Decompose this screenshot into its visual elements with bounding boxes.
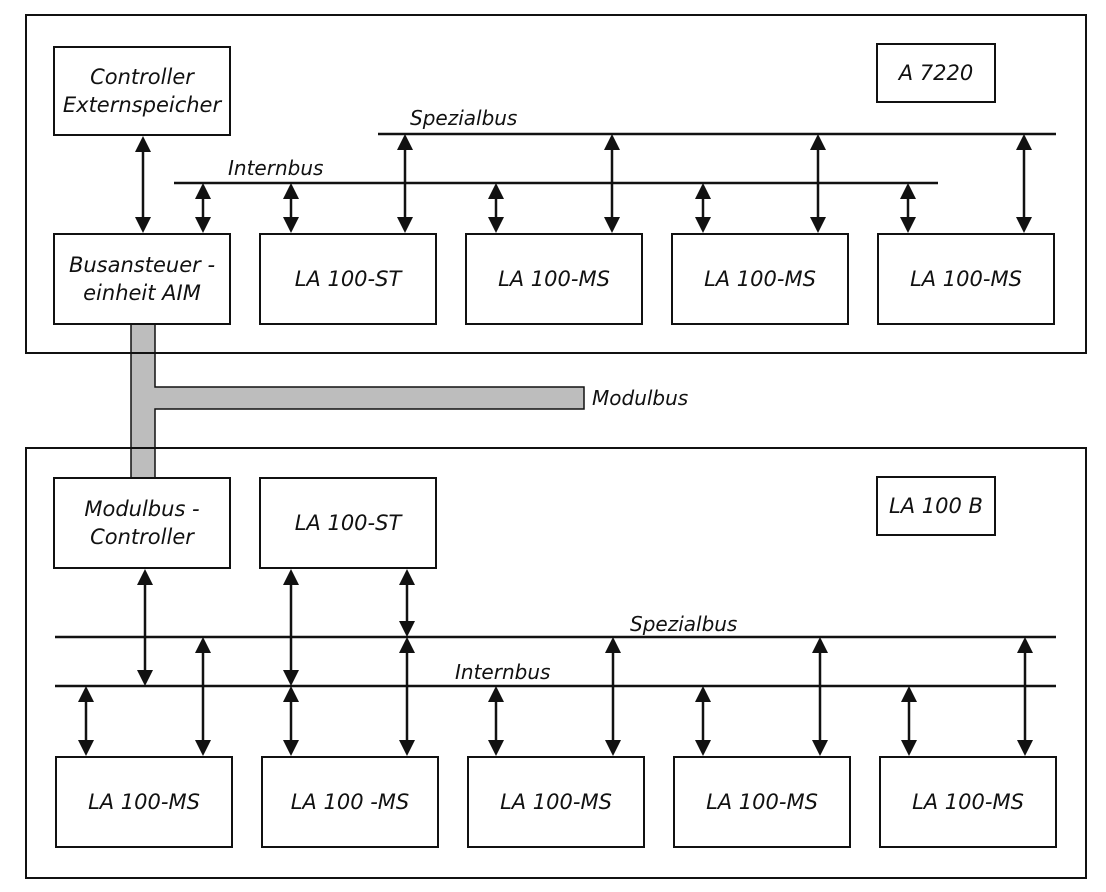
a7220-module-ms-2: LA 100-MS [671,233,849,325]
a7220-spezialbus-label: Spezialbus [410,106,518,130]
arrow-st-internbus-head-top [283,183,299,199]
arrow-bms3-spezialbus-head-bottom [605,740,621,756]
modulbus-label: Modulbus [592,386,689,410]
arrow-bms1-spezialbus-head-top [195,637,211,653]
a7220-internbus-label: Internbus [228,156,324,180]
arrow-bms3-internbus-head-bottom [488,740,504,756]
arrow-controller-to-aim-head-bottom [135,217,151,233]
a7220-module-ms-3: LA 100-MS [877,233,1055,325]
arrow-bms5-internbus-head-top [901,686,917,702]
modulbus-controller: Modulbus - Controller [53,477,231,569]
la100b-frame [25,447,1087,879]
la100b-spezialbus-label: Spezialbus [630,612,738,636]
arrow-ms3-spezialbus-head-top [1016,134,1032,150]
arrow-bms4-internbus-head-top [695,686,711,702]
arrow-bms1-internbus-head-bottom [78,740,94,756]
arrow-ms2-spezialbus-head-top [810,134,826,150]
arrow-ms3-spezialbus-head-bottom [1016,217,1032,233]
arrow-ms1-spezialbus-head-top [604,134,620,150]
arrow-bms2-internbus-head-bottom [283,740,299,756]
arrow-ms1-internbus-head-top [488,183,504,199]
arrow-controller-to-aim-head-top [135,136,151,152]
arrow-ms3-internbus-head-top [900,183,916,199]
la100b-module-ms-5: LA 100-MS [879,756,1057,848]
arrow-ms2-spezialbus-head-bottom [810,217,826,233]
arrow-st-spezialbus-head-top [397,134,413,150]
arrow-bms1-internbus-head-top [78,686,94,702]
arrow-bms2-spezialbus-head-top [399,637,415,653]
arrow-bms5-spezialbus-head-top [1017,637,1033,653]
arrow-ms3-internbus-head-bottom [900,217,916,233]
controller-externspeicher: Controller Externspeicher [53,46,231,136]
la100b-title: LA 100 B [876,476,996,536]
a7220-title: A 7220 [876,43,996,103]
arrow-bms4-spezialbus-head-top [812,637,828,653]
arrow-bms1-spezialbus-head-bottom [195,740,211,756]
a7220-module-st: LA 100-ST [259,233,437,325]
la100b-internbus-label: Internbus [455,660,551,684]
arrow-ms2-internbus-head-top [695,183,711,199]
arrow-controller-internbus-head-top [137,569,153,585]
la100b-module-ms-3: LA 100-MS [467,756,645,848]
arrow-controller-internbus-head-bottom [137,670,153,686]
arrow-st-internbus-b-head-bottom [283,670,299,686]
arrow-bms4-spezialbus-head-bottom [812,740,828,756]
arrow-st-spezialbus-head-bottom [397,217,413,233]
arrow-bms4-internbus-head-bottom [695,740,711,756]
la100b-module-ms-1: LA 100-MS [55,756,233,848]
la100b-module-ms-2: LA 100 -MS [261,756,439,848]
arrow-st-spezialbus-b-head-bottom [399,621,415,637]
arrow-bms3-spezialbus-head-top [605,637,621,653]
arrow-st-internbus-b-head-top [283,569,299,585]
arrow-bms3-internbus-head-top [488,686,504,702]
la100b-module-st: LA 100-ST [259,477,437,569]
arrow-bms2-internbus-head-top [283,686,299,702]
a7220-frame [25,14,1087,354]
arrow-ms1-spezialbus-head-bottom [604,217,620,233]
arrow-st-spezialbus-b-head-top [399,569,415,585]
arrow-ms1-internbus-head-bottom [488,217,504,233]
arrow-bms2-spezialbus-head-bottom [399,740,415,756]
arrow-aim-internbus-head-top [195,183,211,199]
arrow-st-internbus-head-bottom [283,217,299,233]
arrow-bms5-spezialbus-head-bottom [1017,740,1033,756]
busansteuereinheit-aim: Busansteuer - einheit AIM [53,233,231,325]
arrow-ms2-internbus-head-bottom [695,217,711,233]
a7220-module-ms-1: LA 100-MS [465,233,643,325]
la100b-module-ms-4: LA 100-MS [673,756,851,848]
arrow-aim-internbus-head-bottom [195,217,211,233]
arrow-bms5-internbus-head-bottom [901,740,917,756]
